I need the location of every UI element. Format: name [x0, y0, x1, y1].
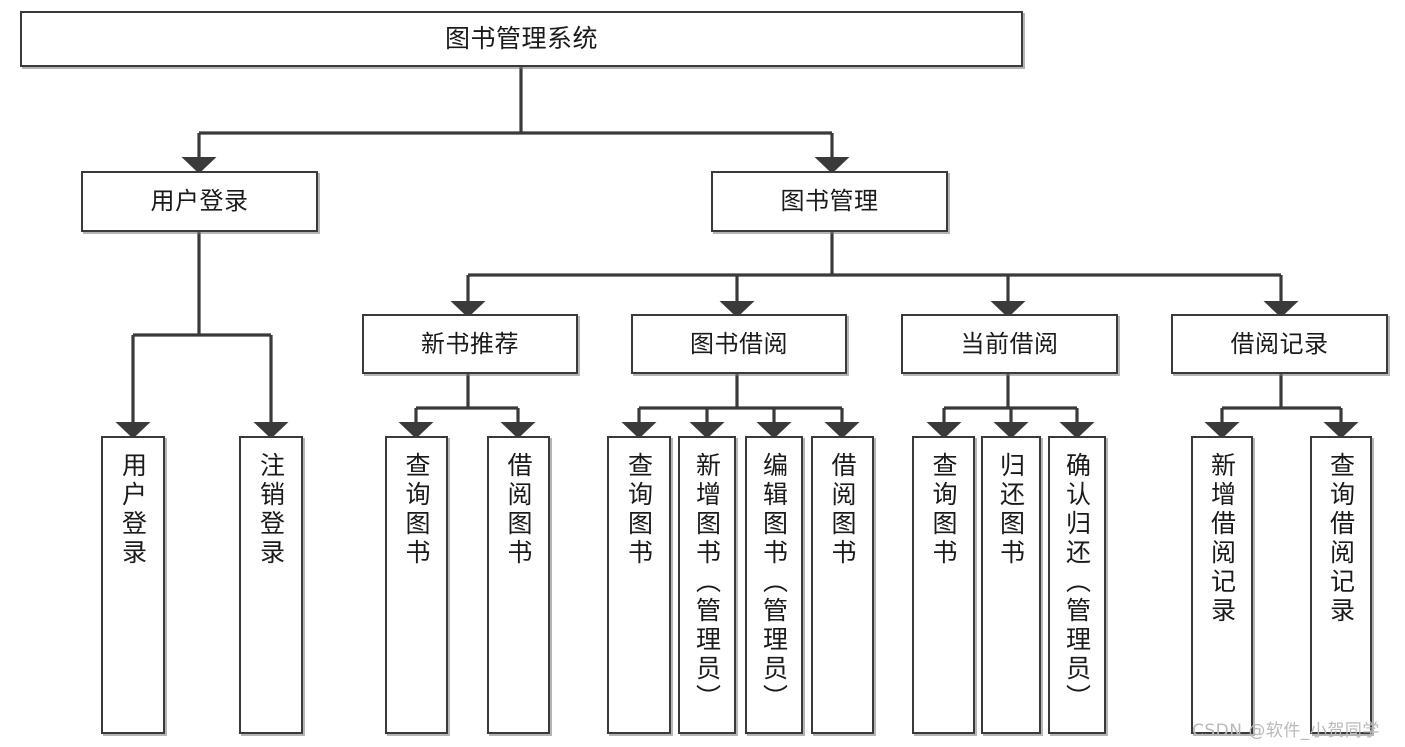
- node-new-book-recommend-label: 新书推荐: [421, 329, 519, 358]
- node-leaf-add-book[interactable]: 新增图书（管理员）: [678, 436, 736, 734]
- node-book-manage[interactable]: 图书管理: [711, 171, 948, 232]
- node-leaf-borrow-book-2-label: 借阅图书: [828, 452, 857, 568]
- node-root-label: 图书管理系统: [444, 24, 598, 54]
- node-new-book-recommend[interactable]: 新书推荐: [362, 314, 578, 374]
- node-user-login-label: 用户登录: [150, 187, 249, 216]
- node-leaf-user-logout[interactable]: 注销登录: [239, 436, 303, 734]
- node-leaf-query-book-2-label: 查询图书: [624, 452, 654, 568]
- node-current-borrow[interactable]: 当前借阅: [901, 314, 1118, 374]
- node-leaf-user-login[interactable]: 用户登录: [101, 436, 165, 734]
- node-user-login[interactable]: 用户登录: [81, 171, 318, 232]
- node-borrow-record[interactable]: 借阅记录: [1171, 314, 1388, 374]
- node-leaf-query-book-1[interactable]: 查询图书: [385, 436, 448, 734]
- node-leaf-add-record[interactable]: 新增借阅记录: [1191, 436, 1253, 734]
- node-leaf-user-login-label: 用户登录: [118, 452, 148, 568]
- node-leaf-edit-book-label: 编辑图书（管理员）: [759, 452, 789, 713]
- node-leaf-return-book-label: 归还图书: [996, 452, 1026, 568]
- node-leaf-query-book-1-label: 查询图书: [402, 452, 431, 568]
- node-borrow-record-label: 借阅记录: [1230, 329, 1329, 358]
- node-book-borrow-label: 图书借阅: [690, 329, 788, 358]
- node-leaf-borrow-book-2[interactable]: 借阅图书: [811, 436, 874, 734]
- node-root[interactable]: 图书管理系统: [20, 11, 1023, 67]
- node-leaf-add-book-label: 新增图书（管理员）: [692, 452, 722, 713]
- node-leaf-return-book[interactable]: 归还图书: [981, 436, 1041, 734]
- node-leaf-user-logout-label: 注销登录: [256, 452, 286, 568]
- node-leaf-query-book-2[interactable]: 查询图书: [607, 436, 671, 734]
- node-leaf-query-book-3-label: 查询图书: [929, 452, 958, 568]
- node-leaf-confirm-return-label: 确认归还（管理员）: [1062, 452, 1092, 713]
- node-book-borrow[interactable]: 图书借阅: [631, 314, 847, 374]
- node-leaf-confirm-return[interactable]: 确认归还（管理员）: [1048, 436, 1106, 734]
- node-leaf-add-record-label: 新增借阅记录: [1207, 452, 1237, 626]
- node-leaf-borrow-book-1-label: 借阅图书: [504, 452, 533, 568]
- node-leaf-edit-book[interactable]: 编辑图书（管理员）: [745, 436, 803, 734]
- node-book-manage-label: 图书管理: [780, 187, 879, 216]
- node-leaf-query-record[interactable]: 查询借阅记录: [1310, 436, 1372, 734]
- node-leaf-query-record-label: 查询借阅记录: [1326, 452, 1356, 626]
- csdn-watermark: CSDN @软件_小贺同学: [1192, 721, 1380, 741]
- node-leaf-query-book-3[interactable]: 查询图书: [912, 436, 975, 734]
- node-current-borrow-label: 当前借阅: [960, 329, 1059, 358]
- node-leaf-borrow-book-1[interactable]: 借阅图书: [487, 436, 550, 734]
